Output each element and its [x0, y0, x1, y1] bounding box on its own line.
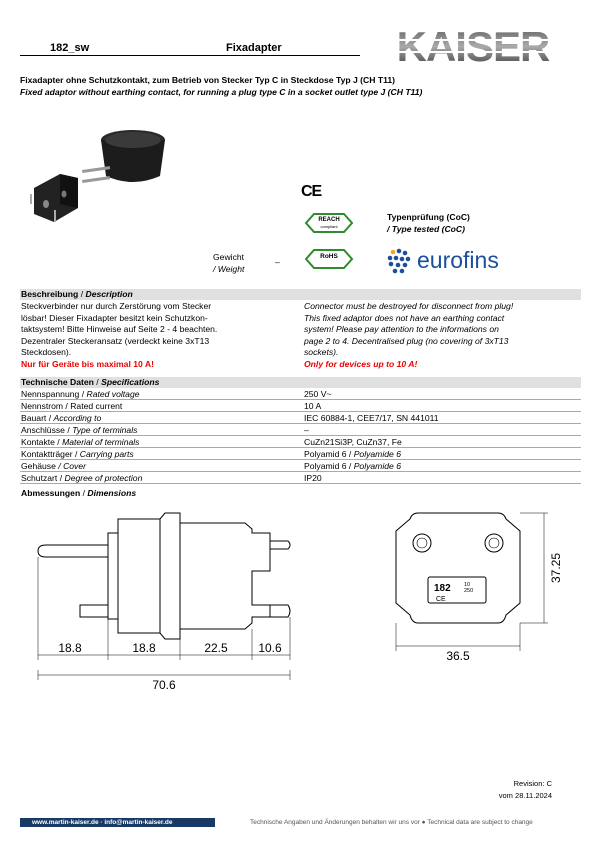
logo-text: KAISER — [397, 27, 550, 67]
product-photo — [20, 118, 180, 230]
header-rule — [20, 55, 360, 56]
type-tested-en: / Type tested (CoC) — [387, 224, 465, 234]
reach-badge: REACH compliant — [304, 212, 354, 234]
dim-3: 22.5 — [204, 641, 228, 655]
warning-de: Nur für Geräte bis maximal 10 A! — [21, 358, 154, 369]
front-view-drawing: 182 10 250 CE 36.5 37.25 — [388, 505, 568, 663]
eurofins-logo: eurofins — [385, 247, 525, 275]
specs-heading: Technische Daten / Specifications — [20, 377, 581, 388]
label-rating-bottom: 250 — [464, 588, 473, 594]
side-view-drawing: 18.8 18.8 22.5 10.6 70.6 — [20, 505, 300, 695]
weight-value: – — [275, 257, 280, 267]
weight-label-de: Gewicht — [213, 252, 245, 262]
dim-width: 36.5 — [446, 649, 470, 663]
article-number: 182_sw — [50, 42, 90, 54]
article-name: Fixadapter — [226, 42, 282, 54]
dim-4: 10.6 — [258, 641, 282, 655]
type-tested-de: Typenprüfung (CoC) — [387, 212, 470, 222]
title-en: Fixed adaptor without earthing contact, … — [20, 87, 423, 97]
footer-note: Technische Angaben und Änderungen behalt… — [250, 819, 533, 826]
revision-date: vom 28.11.2024 — [498, 791, 552, 800]
footer: www.martin-kaiser.de · info@martin-kaise… — [20, 818, 575, 827]
description-de: Steckverbinder nur durch Zerstörung vom … — [21, 301, 301, 370]
dim-2: 18.8 — [132, 641, 156, 655]
svg-text:CE: CE — [436, 596, 446, 603]
warning-en: Only for devices up to 10 A! — [304, 358, 418, 369]
description-heading: Beschreibung / Description — [20, 289, 581, 300]
label-rating-top: 10 — [464, 582, 470, 588]
footer-contact[interactable]: www.martin-kaiser.de · info@martin-kaise… — [20, 818, 215, 827]
description-en: Connector must be destroyed for disconne… — [304, 301, 581, 370]
dim-height: 37.25 — [549, 553, 563, 583]
label-code: 182 — [434, 583, 451, 594]
title-de: Fixadapter ohne Schutzkontakt, zum Betri… — [20, 75, 396, 85]
ce-mark: CE — [301, 183, 322, 200]
weight-label-en: / Weight — [213, 264, 245, 274]
kaiser-logo: KAISER — [366, 23, 581, 70]
rohs-badge: RoHS — [304, 248, 354, 270]
dim-total: 70.6 — [152, 678, 176, 692]
revision: Revision: C — [513, 779, 552, 788]
dim-1: 18.8 — [58, 641, 82, 655]
dimensions-heading: Abmessungen / Dimensions — [20, 488, 581, 499]
spec-row: Anschlüsse / Type of terminals– — [20, 425, 581, 436]
